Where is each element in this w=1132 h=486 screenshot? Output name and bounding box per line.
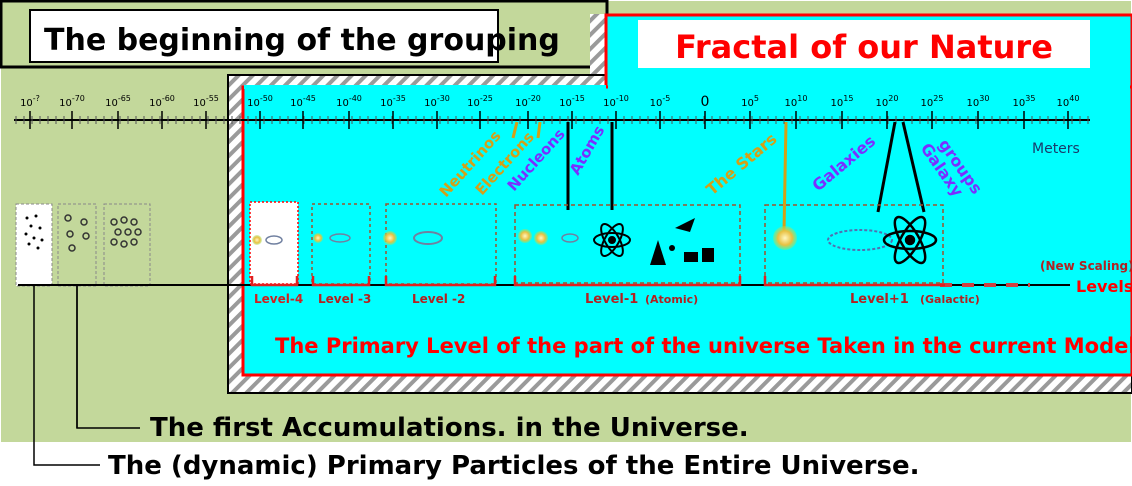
airplane-icon — [675, 218, 695, 232]
particles-connector-footer — [33, 442, 100, 466]
electron-marker — [536, 121, 542, 139]
tick-label: 10-20 — [515, 94, 541, 109]
level-m2-box — [385, 203, 497, 285]
first-accumulations-text: The first Accumulations. in the Universe… — [150, 413, 749, 443]
tick-label: 10-25 — [467, 94, 493, 109]
tick-label: 1030 — [967, 94, 990, 109]
tick-label: 10-40 — [336, 94, 362, 109]
level-m2-contents — [383, 231, 443, 245]
new-scaling-label: (New Scaling) — [1040, 259, 1132, 273]
tick-label: 10-15 — [559, 94, 585, 109]
levels-axis-label: Levels — [1076, 277, 1132, 296]
level-m1-label: Level-1 — [585, 292, 638, 307]
tick-label: 10-55 — [193, 94, 219, 109]
cyan-join — [608, 84, 1130, 90]
level-m1-sublabel: (Atomic) — [645, 293, 698, 306]
tick-label: 105 — [741, 94, 759, 109]
level-p1-box — [764, 204, 944, 284]
level-m3-contents — [313, 233, 351, 243]
major-ticks — [29, 111, 1069, 129]
right-title: Fractal of our Nature — [675, 28, 1053, 66]
left-title: The beginning of the grouping — [44, 23, 560, 58]
galaxy-group-atom-icon — [882, 215, 938, 265]
person-icon — [669, 245, 675, 251]
level-m1-contents — [518, 218, 714, 265]
tick-label: 10-35 — [380, 94, 406, 109]
tick-label: 1015 — [831, 94, 854, 109]
scale-unit: Meters — [1032, 141, 1080, 157]
cyan-patch — [244, 85, 606, 89]
car-icon — [684, 252, 698, 262]
tree-icon — [650, 240, 666, 265]
minor-ticks — [15, 116, 1089, 124]
left-title-box — [29, 9, 499, 63]
accumulation-clusters — [64, 214, 90, 252]
level-m3-label: Level -3 — [318, 292, 371, 306]
level-m2-label: Level -2 — [412, 292, 465, 306]
right-title-box — [638, 20, 1090, 68]
primary-particles-dots — [24, 214, 44, 250]
atom-icon — [593, 223, 631, 257]
primary-particles-box — [15, 203, 53, 287]
neutrino-marker — [511, 121, 519, 139]
tick-label: 1040 — [1057, 94, 1080, 109]
cluster-rings — [110, 216, 142, 248]
tick-label: 10-30 — [424, 94, 450, 109]
tick-label: 10-65 — [105, 94, 131, 109]
level-p1-label: Level+1 — [850, 292, 909, 307]
tick-label: 10-? — [20, 94, 40, 109]
level-m1-box — [514, 204, 741, 284]
tick-label: 0 — [701, 94, 710, 110]
galaxy-marker — [876, 121, 897, 213]
tick-label: 1010 — [785, 94, 808, 109]
level-p1-sublabel: (Galactic) — [920, 293, 980, 306]
level-p1-contents — [773, 215, 938, 265]
tick-label: 1035 — [1013, 94, 1036, 109]
tick-label: 1025 — [921, 94, 944, 109]
level-brackets — [250, 276, 945, 287]
bus-icon — [702, 248, 714, 262]
tick-label: 10-5 — [650, 94, 671, 109]
star-marker — [782, 121, 788, 233]
level-m4-label: Level-4 — [254, 292, 303, 306]
level-m4-contents — [252, 235, 283, 245]
tick-label: 10-10 — [603, 94, 629, 109]
galaxy-group-marker — [901, 121, 926, 213]
footer-white-band — [1, 442, 1131, 485]
level-m3-box — [311, 203, 371, 285]
tick-label: 1020 — [876, 94, 899, 109]
primary-level-text: The Primary Level of the part of the uni… — [275, 334, 1132, 358]
tick-label: 10-50 — [247, 94, 273, 109]
tick-label: 10-60 — [149, 94, 175, 109]
primary-particles-text: The (dynamic) Primary Particles of the E… — [108, 451, 919, 481]
tick-label: 10-70 — [59, 94, 85, 109]
tick-label: 10-45 — [290, 94, 316, 109]
